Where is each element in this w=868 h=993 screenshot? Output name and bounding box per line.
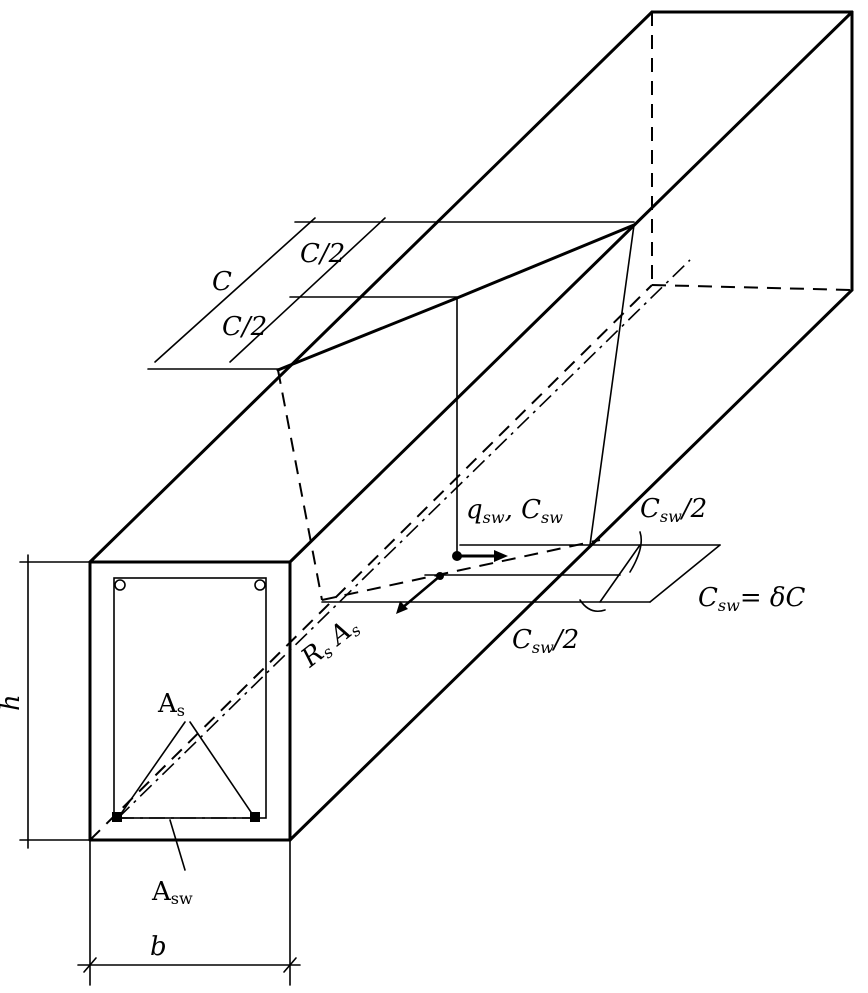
- rebar-bottom-left: [112, 812, 122, 822]
- dimension-h: h: [0, 554, 91, 849]
- svg-text:As: As: [157, 689, 185, 720]
- label-csw-half-bottom: Csw/2: [512, 625, 579, 657]
- label-c: C: [212, 267, 232, 297]
- dimension-c: C C/2 C/2: [147, 217, 635, 370]
- label-b: b: [150, 932, 167, 962]
- crack-surface: [276, 223, 636, 601]
- rebar-top-left: [114, 579, 126, 591]
- asw-label-group: Asw: [151, 819, 193, 908]
- beam-front-face: [88, 560, 292, 842]
- svg-text:Asw: Asw: [151, 877, 193, 908]
- label-csw-eq: Csw= δC: [698, 583, 806, 615]
- rebar-top-right: [254, 579, 266, 591]
- label-rs-as: Rs As: [295, 611, 365, 675]
- as-label-group: As: [117, 689, 256, 819]
- label-c-half-bottom: C/2: [222, 312, 267, 342]
- dimension-b: b: [77, 839, 301, 986]
- label-c-half-top: C/2: [300, 239, 345, 269]
- dimension-csw: [321, 531, 721, 613]
- label-h: h: [0, 694, 26, 711]
- beam-edges: [88, 10, 854, 842]
- label-qsw-csw: qsw, Csw: [466, 495, 563, 527]
- label-csw-half-top: Csw/2: [640, 494, 707, 526]
- force-arrows: [396, 550, 508, 614]
